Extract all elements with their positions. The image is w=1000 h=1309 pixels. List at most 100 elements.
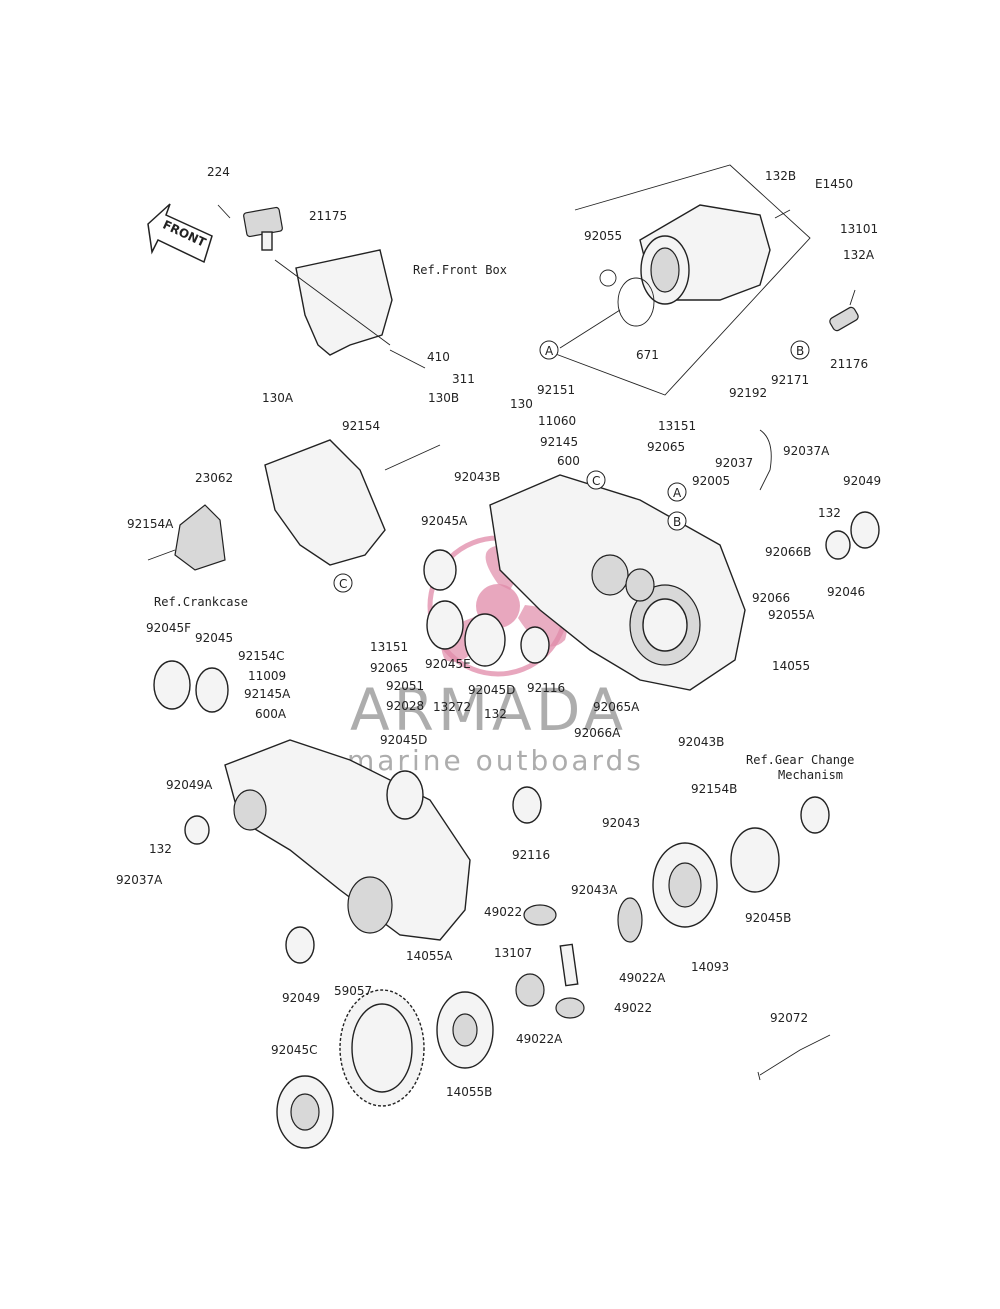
part-label: 92154B [691, 782, 737, 796]
part-label: 92045F [146, 621, 191, 635]
part-label: 92072 [770, 1011, 808, 1025]
part-label: 132 [484, 707, 507, 721]
part-label: 92065A [593, 700, 640, 714]
part-label: 49022 [614, 1001, 652, 1015]
bracket-group [147, 439, 441, 571]
part-label: 13151 [370, 640, 408, 654]
differential-group [276, 796, 831, 1149]
part-label: 14093 [691, 960, 729, 974]
svg-text:A: A [545, 344, 554, 358]
callout-a-case: A [667, 482, 687, 502]
part-label: 92037A [783, 444, 830, 458]
part-label: 92045A [421, 514, 468, 528]
crankcase-left-group [153, 660, 542, 964]
ref-gear-change-line2: Mechanism [778, 768, 843, 782]
part-label: 132 [149, 842, 172, 856]
part-label: 92049 [843, 474, 881, 488]
svg-text:B: B [796, 344, 804, 358]
part-label: 600A [255, 707, 287, 721]
part-label: 92037 [715, 456, 753, 470]
part-label: 671 [636, 348, 659, 362]
callout-b-case: B [667, 511, 687, 531]
ref-crankcase: Ref.Crankcase [154, 595, 248, 609]
part-label: 92049A [166, 778, 213, 792]
part-label: 92046 [827, 585, 865, 599]
part-label: 11060 [538, 414, 576, 428]
part-label: 92051 [386, 679, 424, 693]
part-label: 130A [262, 391, 294, 405]
part-label: 49022A [516, 1032, 563, 1046]
part-label: 14055A [406, 949, 453, 963]
part-label: 92145A [244, 687, 291, 701]
part-label: 92116 [512, 848, 550, 862]
part-label: 410 [427, 350, 450, 364]
part-label: 92065 [370, 661, 408, 675]
part-label: 92043 [602, 816, 640, 830]
callout-a: A [539, 340, 559, 360]
part-label: 92055 [584, 229, 622, 243]
part-label: 92171 [771, 373, 809, 387]
part-label: 13101 [840, 222, 878, 236]
ref-gear-change-line1: Ref.Gear Change [746, 753, 854, 767]
diagram-code: E1450 [815, 177, 853, 191]
part-label: 92043B [678, 735, 724, 749]
part-label: 92037A [116, 873, 163, 887]
part-label: 132 [818, 506, 841, 520]
ref-front-box: Ref.Front Box [413, 263, 507, 277]
part-label: 23062 [195, 471, 233, 485]
svg-text:C: C [592, 474, 600, 488]
front-arrow-icon: FRONT [147, 203, 213, 264]
part-labels: 224 21175 410 311 132B 13101 92055 671 1… [116, 165, 881, 1099]
part-label: 92045E [425, 657, 471, 671]
part-label: 92043A [571, 883, 618, 897]
part-label: 92045B [745, 911, 791, 925]
part-label: 92005 [692, 474, 730, 488]
part-label: 92116 [527, 681, 565, 695]
part-label: 21176 [830, 357, 868, 371]
starter-motor-group [544, 164, 859, 396]
part-label: 224 [207, 165, 230, 179]
callout-c-bracket: C [333, 573, 353, 593]
watermark-tagline: marine outboards [347, 744, 644, 777]
callout-c-case: C [586, 470, 606, 490]
part-label: 92045 [195, 631, 233, 645]
part-label: 92192 [729, 386, 767, 400]
part-label: 11009 [248, 669, 286, 683]
part-label: 130 [510, 397, 533, 411]
part-label: 49022A [619, 971, 666, 985]
part-label: 92043B [454, 470, 500, 484]
part-label: 59057 [334, 984, 372, 998]
part-label: 14055B [446, 1085, 492, 1099]
part-label: 92045D [468, 683, 515, 697]
part-label: 130B [428, 391, 459, 405]
part-label: 92151 [537, 383, 575, 397]
part-label: 92154C [238, 649, 285, 663]
svg-text:C: C [339, 577, 347, 591]
part-label: 92154A [127, 517, 174, 531]
part-label: 92154 [342, 419, 380, 433]
callout-b: B [790, 340, 810, 360]
part-label: 14055 [772, 659, 810, 673]
part-label: 600 [557, 454, 580, 468]
watermark-brand: ARMADA [350, 676, 627, 744]
part-label: 132B [765, 169, 796, 183]
part-label: 13107 [494, 946, 532, 960]
part-label: 92028 [386, 699, 424, 713]
part-label: 92049 [282, 991, 320, 1005]
part-label: 92066B [765, 545, 811, 559]
part-label: 92065 [647, 440, 685, 454]
part-label: 49022 [484, 905, 522, 919]
svg-text:B: B [673, 515, 681, 529]
svg-text:A: A [673, 486, 682, 500]
part-label: 92066 [752, 591, 790, 605]
part-label: 21175 [309, 209, 347, 223]
part-label: 92045C [271, 1043, 318, 1057]
part-label: 92045D [380, 733, 427, 747]
part-label: 132A [843, 248, 875, 262]
part-label: 13272 [433, 700, 471, 714]
part-label: 92145 [540, 435, 578, 449]
part-label: 92066A [574, 726, 621, 740]
front-box-group [217, 204, 426, 369]
part-label: 13151 [658, 419, 696, 433]
